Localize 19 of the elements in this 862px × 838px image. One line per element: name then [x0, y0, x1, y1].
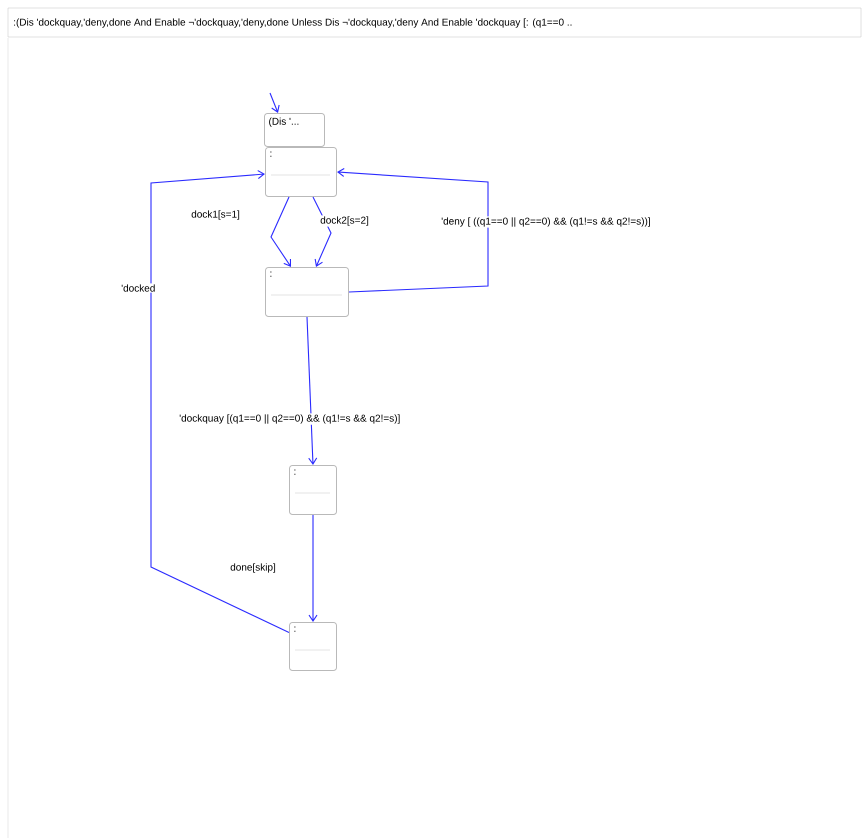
edge-label: done[skip]: [229, 562, 277, 574]
state-box: :: [265, 267, 349, 317]
state-box: (Dis '...: [264, 113, 325, 147]
arrow: [270, 92, 280, 113]
edge-label: dock2[s=2]: [319, 215, 370, 227]
arrow: [306, 316, 318, 465]
edge-label: dock1[s=1]: [190, 209, 241, 221]
edge-label: 'docked: [120, 283, 156, 293]
arrow: [312, 196, 332, 267]
state-box: :: [265, 147, 337, 197]
arrow: [150, 170, 290, 633]
arrow: [308, 515, 318, 622]
text-field: :(Dis 'dockquay,'deny,done And Enable ¬'dockquay,'deny,done Unless Dis ¬'dockquay,'deny And Enable 'dockquay [: (q1==0 ..: [8, 8, 862, 38]
edge-label: 'deny [ ((q1==0 || q2==0) && (q1!=s && q2!=s))]: [440, 216, 652, 228]
edge-label: 'dockquay [(q1==0 || q2==0) && (q1!=s && q2!=s)]: [178, 413, 402, 425]
state-box: :: [289, 465, 337, 515]
state-box: :: [289, 622, 337, 671]
arrow: [337, 168, 489, 293]
arrow: [270, 196, 291, 267]
